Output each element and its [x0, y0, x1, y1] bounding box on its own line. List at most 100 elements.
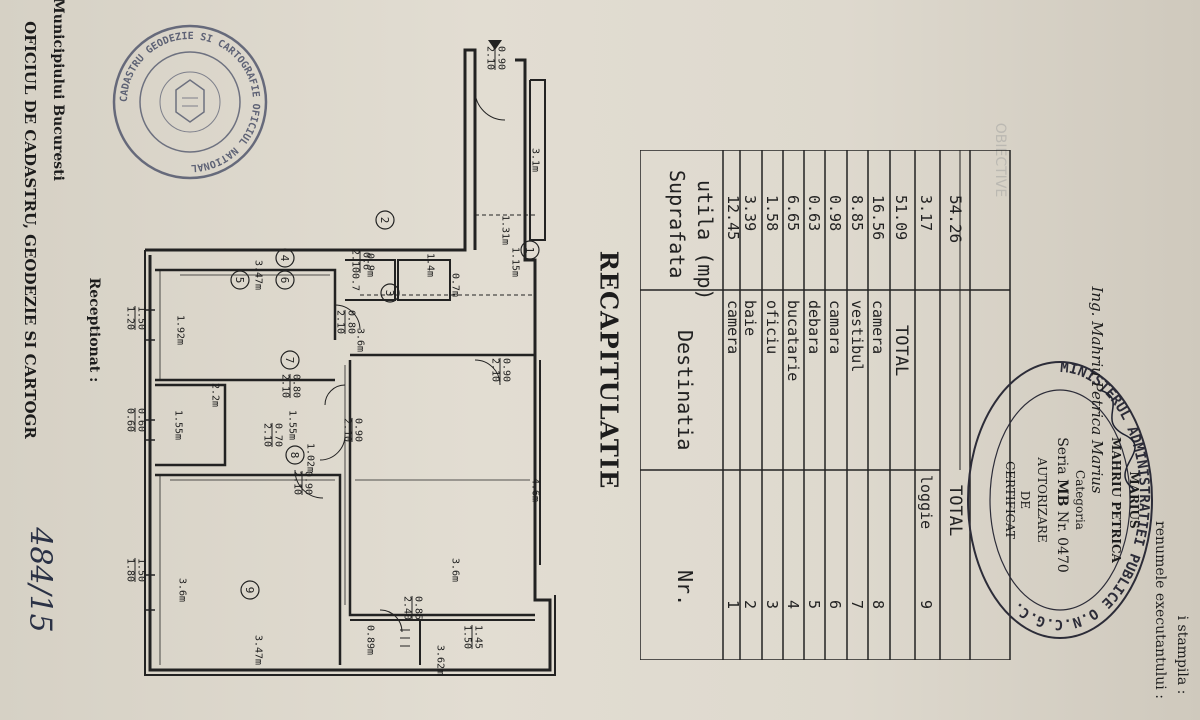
room-number-4: 4	[278, 255, 291, 262]
row-4-area: 6.65	[784, 195, 802, 231]
dimension-d-36b: 3.6m	[449, 557, 461, 583]
header-area-line1: Suprafata	[665, 170, 689, 278]
cert-line-2: DE	[1018, 490, 1032, 510]
dimension-d-07a: 0.7	[349, 272, 361, 292]
row-6-nr: 6	[826, 600, 844, 609]
row-3-area: 1.58	[763, 195, 781, 231]
row-3-nr: 3	[763, 600, 781, 609]
row-7-area: 8.85	[848, 195, 866, 231]
row-8-area: 16.56	[869, 195, 887, 240]
cert-series: Seria MB Nr. 0470	[1054, 437, 1070, 573]
header-nr: Nr.	[673, 570, 697, 606]
loggia-area: 3.17	[917, 195, 935, 231]
row-7-destination: vestibul	[848, 300, 866, 372]
row-2-destination: baie	[741, 300, 759, 336]
room-circle-2	[375, 210, 395, 230]
room-circle-8	[285, 445, 305, 465]
total-label: TOTAL	[891, 325, 911, 376]
room-circle-5	[230, 270, 250, 290]
dimension-d-46: 4.6m	[529, 477, 541, 503]
dimension-d-07b: 0.7m	[449, 272, 461, 298]
signature-mark	[1099, 389, 1136, 491]
dimension-d-131: 1.31m	[499, 214, 511, 246]
room-circle-4	[275, 248, 295, 268]
row-1-destination: camera	[724, 300, 742, 354]
row-2-nr: 2	[741, 600, 759, 609]
loggia-destination: loggie	[917, 475, 935, 529]
dimension-d-36a: 3.6m	[176, 577, 188, 603]
dimension-d-22: 2.2m	[209, 382, 221, 408]
dimension-d-155b: 1.55m	[286, 409, 298, 441]
header-area-line2: utila (mp)	[693, 180, 717, 300]
header-destination: Destinatia	[673, 330, 697, 450]
grand-total-value: 54.26	[946, 195, 965, 243]
cadastre-seal-stamp: CADASTRU GEODEZIE SI CARTOGRAFIE OFICIUL…	[112, 24, 268, 180]
row-2-area: 3.39	[741, 195, 759, 231]
cert-line-1: CERTIFICAT	[1003, 461, 1017, 539]
room-circle-3	[380, 283, 400, 303]
room-circle-7	[280, 350, 300, 370]
row-6-area: 0.98	[826, 195, 844, 231]
entry-arrow-icon	[488, 40, 502, 50]
row-8-destination: camera	[869, 300, 887, 354]
dimension-d-102: 1.02m	[304, 442, 316, 474]
room-number-8: 8	[288, 452, 301, 459]
row-8-nr: 8	[869, 600, 887, 609]
room-number-9: 9	[243, 587, 256, 594]
row-1-nr: 1	[724, 600, 742, 609]
handwritten-reference: 484/15	[22, 527, 58, 633]
authorization-certificate-stamp: MINISTERUL ADMINISTRATIEI PUBLICE O.N.C.…	[967, 360, 1153, 639]
row-6-destination: camara	[826, 300, 844, 354]
dimension-d-14: 1.4m	[424, 252, 436, 278]
row-4-destination: bucatarie	[784, 300, 802, 381]
room-circle-9	[240, 580, 260, 600]
room-circle-1	[520, 240, 540, 260]
row-7-nr: 7	[848, 600, 866, 609]
dimension-d-089: 0.89m	[364, 624, 376, 656]
cert-line-3: AUTORIZARE	[1035, 457, 1049, 543]
room-number-1: 1	[523, 247, 536, 254]
total-value: 51.09	[892, 195, 910, 240]
loggia-nr: 9	[917, 600, 935, 609]
received-label: Receptionat :	[86, 277, 102, 383]
dimension-d-31: 3.1m	[529, 147, 541, 173]
row-4-nr: 4	[784, 600, 802, 609]
dimension-d-347a: 3.47m	[252, 259, 264, 291]
row-3-destination: oficiu	[763, 300, 781, 354]
room-number-3: 3	[383, 290, 396, 297]
office-title: OFICIUL DE CADASTRU, GEODEZIE SI CARTOGR	[21, 21, 39, 439]
dimension-d-362: 3.62m	[434, 644, 446, 676]
dimension-d-115: 1.15m	[509, 246, 521, 278]
office-subtitle: al Municipiului Bucuresti	[50, 0, 66, 181]
row-1-area: 12.45	[724, 195, 742, 240]
dimension-d-155a: 1.55m	[172, 409, 184, 441]
row-5-area: 0.63	[805, 195, 823, 231]
row-5-nr: 5	[805, 600, 823, 609]
room-circle-6	[275, 270, 295, 290]
stamp-label: i stampila :	[1174, 615, 1190, 695]
grand-total-label: TOTAL	[945, 485, 965, 536]
room-number-7: 7	[283, 357, 296, 364]
room-number-6: 6	[278, 277, 291, 284]
dimension-d-347b: 3.47m	[252, 634, 264, 666]
executor-name-label: renumele executantului :	[1152, 521, 1168, 699]
cert-category: Categoria	[1073, 470, 1087, 530]
